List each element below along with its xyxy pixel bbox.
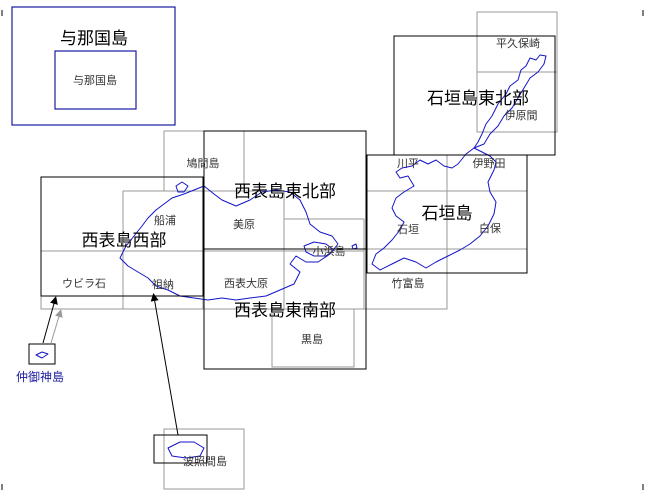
label-ishigaki-northeast: 石垣島東北部 [427, 89, 529, 109]
label-shiraho: 白保 [479, 221, 501, 235]
label-sonai: 祖納 [152, 277, 174, 291]
coastline-hatoma [175, 181, 189, 193]
label-ubiraishi: ウビラ石 [62, 277, 106, 290]
inset-arrow-icon [42, 296, 58, 344]
sheet-frame-yonaguni-inner [54, 50, 137, 110]
label-taketomi: 竹富島 [392, 276, 425, 290]
label-yonaguni-outer: 与那国島 [60, 29, 128, 49]
coastline-ishigaki-north [473, 54, 547, 149]
coastline-kohama [303, 241, 335, 257]
inset-box-nakanougan [28, 343, 56, 365]
inset-arrow-icon [150, 293, 179, 436]
label-iriomote-northeast: 西表島東北部 [234, 182, 336, 202]
inset-arrows [42, 293, 179, 436]
label-hatoma: 鳩間島 [187, 156, 220, 170]
label-funauki: 船浦 [154, 213, 176, 227]
label-ibaruma: 伊原間 [505, 109, 538, 122]
map-labels: 与那国島 与那国島 石垣島東北部 石垣島 西表島東北部 西表島西部 西表島東南部… [16, 29, 540, 468]
label-kohama: 小浜島 [313, 244, 346, 258]
sheet-frame-ishigaki [366, 154, 528, 274]
sheet-boundaries [11, 6, 556, 464]
label-mihara: 美原 [233, 218, 255, 231]
label-yonaguni-inner: 与那国島 [73, 73, 117, 87]
sheet-frame-iriomote-west [40, 176, 204, 297]
frame-corner-marks [1, 10, 644, 490]
label-nakanougan: 仲御神島 [16, 369, 64, 384]
label-kawahira: 川平 [397, 157, 419, 170]
sheet-frame-yonaguni-outer [11, 6, 176, 126]
coastline-nakanougan [35, 351, 49, 359]
coastline-hateruma [167, 441, 205, 459]
label-hateruma: 波照間島 [183, 454, 227, 468]
label-hirakubozaki: 平久保崎 [496, 36, 540, 50]
label-iriomote-southeast: 西表島東南部 [234, 301, 336, 321]
coastlines [35, 54, 547, 459]
coastline-ishigaki-main [371, 147, 497, 271]
label-ishigaki: 石垣島 [422, 204, 473, 224]
label-iriomote-west: 西表島西部 [82, 231, 167, 251]
label-ishigaki-town: 石垣 [397, 223, 419, 236]
label-inoda: 伊野田 [473, 157, 506, 170]
inset-arrow-icon [50, 309, 63, 344]
label-ohara: 西表大原 [224, 276, 268, 290]
inset-box-hateruma [153, 434, 208, 464]
coastline-taketomi [351, 243, 358, 250]
sheet-frame-iriomote-southeast [203, 248, 367, 370]
coastline-iriomote [119, 185, 339, 301]
label-kuroshima: 黒島 [301, 332, 323, 346]
